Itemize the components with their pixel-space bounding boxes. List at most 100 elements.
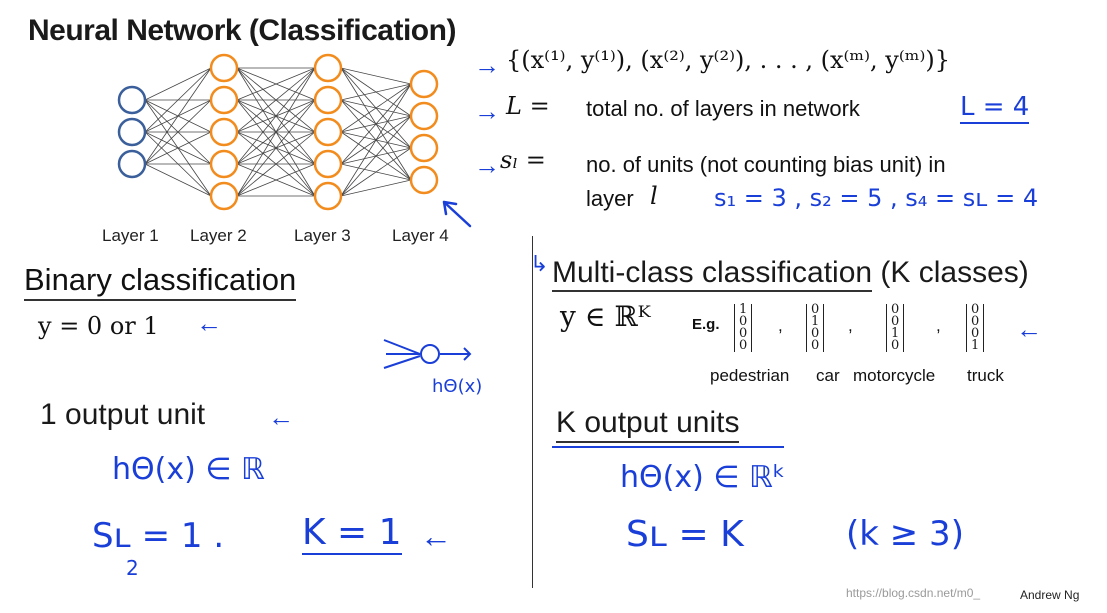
hidden-unit	[209, 149, 239, 179]
vector-cell: 0	[971, 326, 980, 341]
single-unit-sketch-icon	[383, 339, 472, 369]
binary-y-expression: y = 0 or 1	[38, 312, 159, 340]
network-connection	[340, 147, 412, 197]
arrow-left-icon: ←	[268, 402, 294, 432]
s-definition-var: l	[650, 182, 658, 210]
vector-cell: 1	[739, 302, 748, 317]
hidden-unit	[313, 53, 343, 83]
network-connection	[144, 163, 212, 197]
input-unit	[117, 117, 147, 147]
vector-cell: 0	[739, 314, 748, 329]
watermark: https://blog.csdn.net/m0_	[846, 586, 981, 600]
binary-sl-note: Sʟ = 1 .	[92, 516, 225, 556]
vector-cell: 0	[891, 302, 900, 317]
arrow-left-icon: ←	[196, 308, 222, 338]
vector-cell: 0	[891, 314, 900, 329]
hidden-unit	[313, 85, 343, 115]
multi-heading-main: Multi-class classification	[552, 256, 873, 292]
arrow-right-icon: →	[474, 50, 500, 80]
hidden-unit	[209, 181, 239, 211]
network-connection	[340, 115, 412, 197]
layer-4-label: Layer 4	[392, 226, 449, 245]
network-connection	[144, 67, 212, 133]
multi-output-units: K output units	[556, 406, 740, 443]
arrow-left-icon: ←	[420, 518, 452, 554]
network-connection	[236, 67, 316, 165]
arrow-left-icon: ←	[1016, 314, 1042, 344]
s-symbol: sₗ =	[500, 146, 546, 174]
binary-h-note: hΘ(x) ∈ ℝ	[112, 452, 265, 487]
binary-heading: Binary classification	[24, 262, 297, 301]
label-pedestrian: pedestrian	[710, 366, 790, 385]
network-connection	[340, 83, 412, 165]
s-note: s₁ = 3 , s₂ = 5 , s₄ = sʟ = 4	[714, 184, 1039, 212]
network-connection	[340, 83, 412, 101]
output-unit	[409, 69, 439, 99]
multi-k-condition: (k ≥ 3)	[846, 514, 964, 554]
label-motorcycle: motorcycle	[853, 366, 936, 385]
network-connection	[236, 67, 316, 101]
vector-car: 0 1 0 0	[806, 302, 825, 353]
label-car: car	[816, 366, 840, 385]
neural-network-diagram	[117, 53, 439, 211]
network-connection	[340, 179, 412, 197]
vector-pedestrian: 1 0 0 0	[734, 302, 753, 353]
layer-2-label: Layer 2	[190, 226, 247, 245]
hidden-unit	[313, 117, 343, 147]
binary-output-units: 1 output unit	[40, 398, 206, 431]
L-definition: total no. of layers in network	[586, 96, 860, 121]
vector-cell: 0	[811, 338, 820, 353]
network-connection	[236, 67, 316, 133]
network-connection	[144, 67, 212, 165]
s-definition-line2: layer	[586, 186, 634, 211]
arrow-right-icon: →	[474, 150, 500, 180]
comma: ,	[936, 316, 941, 335]
input-unit	[117, 149, 147, 179]
s-definition-line1: no. of units (not counting bias unit) in	[586, 152, 946, 177]
section-divider	[532, 236, 533, 588]
eg-label: E.g.	[692, 316, 720, 333]
vector-cell: 0	[739, 338, 748, 353]
comma: ,	[848, 316, 853, 335]
vector-cell: 0	[971, 302, 980, 317]
network-connection	[340, 83, 412, 133]
hidden-unit	[209, 85, 239, 115]
multi-h-note: hΘ(x) ∈ ℝᵏ	[620, 460, 786, 495]
network-connection	[340, 83, 412, 197]
pen-underline	[552, 446, 784, 448]
vector-cell: 0	[811, 302, 820, 317]
L-note: L = 4	[960, 92, 1030, 124]
training-set-expression: {(x⁽¹⁾, y⁽¹⁾), (x⁽²⁾, y⁽²⁾), . . . , (x⁽…	[506, 46, 950, 74]
network-connection	[236, 67, 316, 197]
multi-heading-suffix: (K classes)	[872, 256, 1029, 289]
hidden-unit	[209, 117, 239, 147]
arrow-right-icon: →	[474, 96, 500, 126]
network-connection	[236, 131, 316, 197]
layer-1-label: Layer 1	[102, 226, 159, 245]
multi-y-expression: y ∈ ℝᴷ	[560, 300, 651, 333]
author-signature: Andrew Ng	[1020, 588, 1080, 602]
vector-cell: 0	[891, 338, 900, 353]
vector-motorcycle: 0 0 1 0	[886, 302, 905, 353]
L-symbol: L =	[506, 92, 550, 120]
output-unit	[409, 165, 439, 195]
network-connection	[144, 131, 212, 165]
vector-cell: 0	[811, 326, 820, 341]
network-connection	[144, 67, 212, 101]
label-truck: truck	[967, 366, 1004, 385]
network-connection	[340, 67, 412, 85]
hidden-unit	[313, 181, 343, 211]
multi-heading: Multi-class classification (K classes)	[552, 256, 1029, 292]
vector-cell: 1	[891, 326, 900, 341]
page-title: Neural Network (Classification)	[28, 14, 456, 47]
vector-cell: 1	[971, 338, 980, 353]
binary-k-note: K = 1	[302, 512, 402, 555]
vector-cell: 1	[811, 314, 820, 329]
binary-sl-subscript: 2	[126, 556, 139, 580]
layer-3-label: Layer 3	[294, 226, 351, 245]
output-unit	[409, 101, 439, 131]
network-connection	[236, 163, 316, 197]
vector-cell: 0	[739, 326, 748, 341]
output-unit	[409, 133, 439, 163]
network-connection	[144, 99, 212, 165]
